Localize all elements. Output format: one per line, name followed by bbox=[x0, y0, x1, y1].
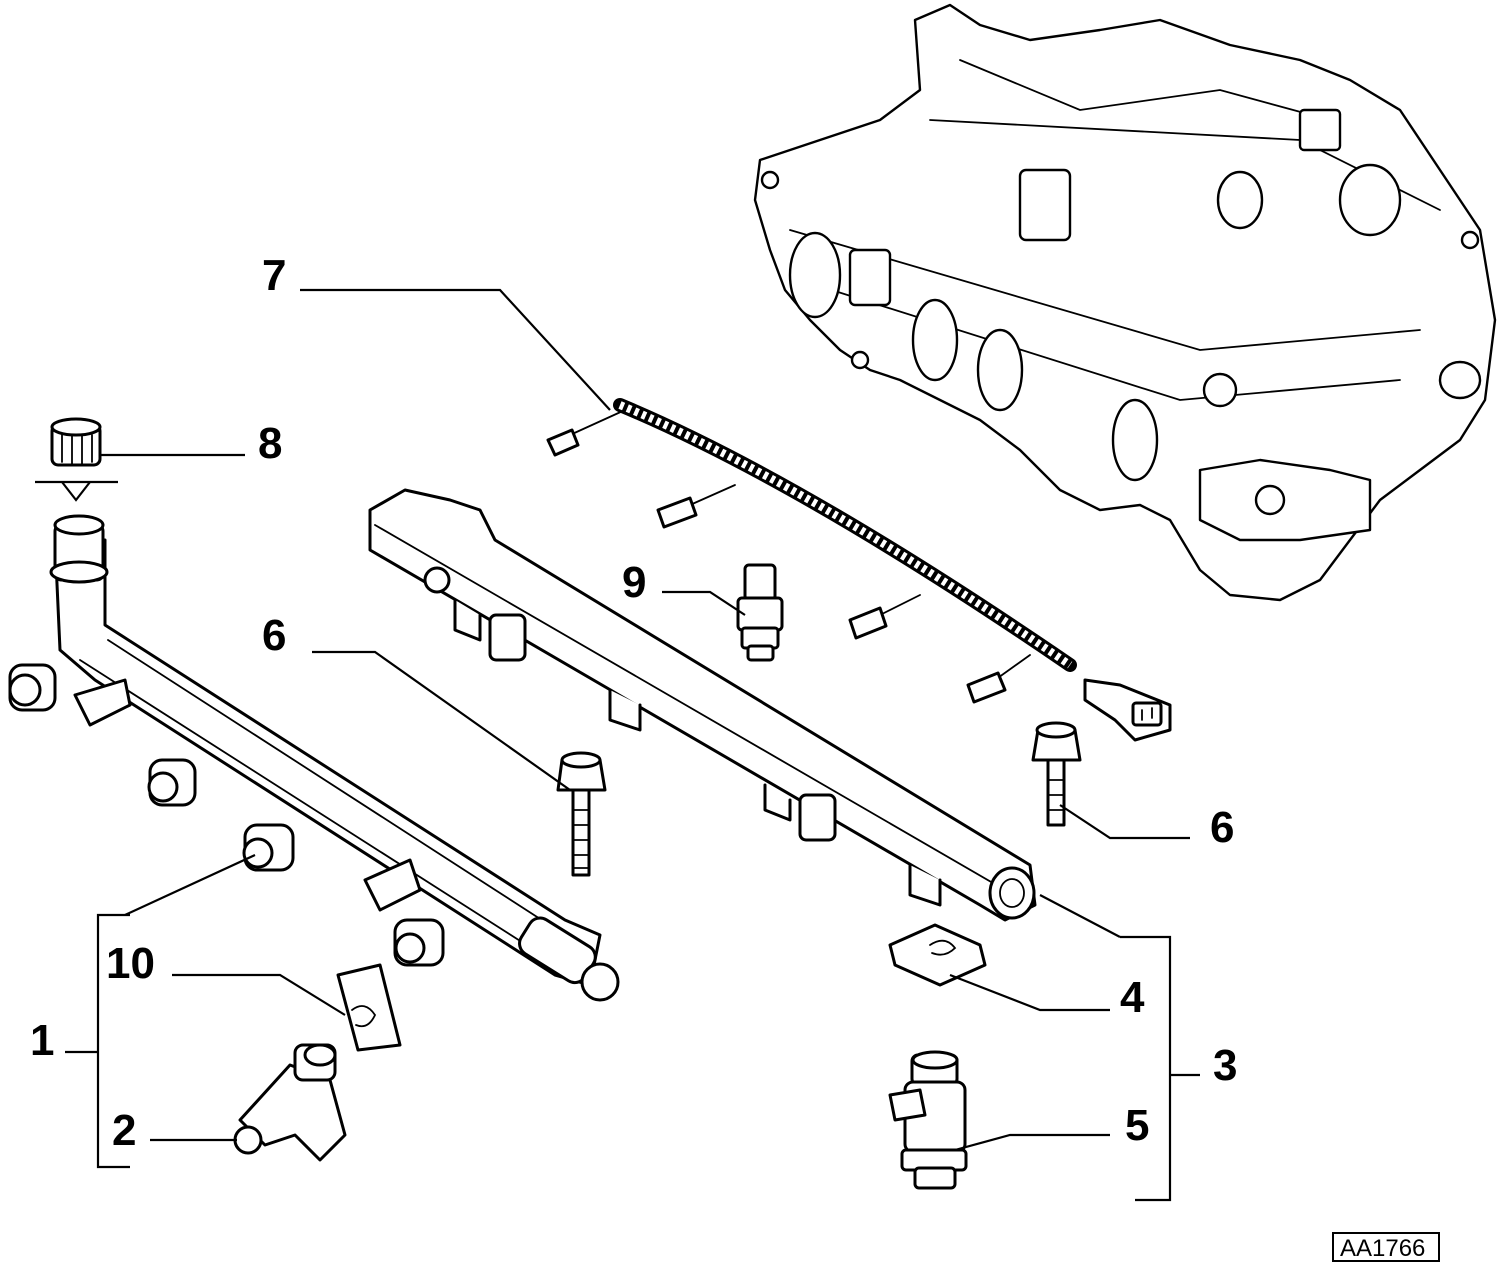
callout-7: 7 bbox=[262, 251, 286, 300]
callout-5: 5 bbox=[1125, 1101, 1149, 1150]
injector-port-4 bbox=[393, 918, 445, 967]
fuel-rail-with-injectors bbox=[8, 514, 620, 1002]
harness-connector bbox=[1083, 678, 1172, 742]
injector-port-3 bbox=[242, 823, 295, 872]
fuel-injector-small bbox=[233, 1043, 347, 1162]
callout-9: 9 bbox=[622, 558, 646, 607]
retaining-clip-large bbox=[888, 923, 987, 987]
leader-6-left bbox=[312, 650, 571, 791]
callout-1: 1 bbox=[30, 1016, 54, 1065]
fuel-rail-bar bbox=[368, 488, 1037, 922]
callout-labels: 7 8 9 6 6 10 4 1 3 5 2 bbox=[30, 251, 1237, 1155]
leader-10 bbox=[172, 973, 346, 1016]
injector-port-1 bbox=[8, 663, 57, 712]
callout-6-right: 6 bbox=[1210, 803, 1234, 852]
fuel-injector-large bbox=[888, 1050, 968, 1190]
protective-cap bbox=[35, 417, 118, 502]
reference-code-box: AA1766 bbox=[1332, 1232, 1440, 1262]
bracket-1 bbox=[96, 913, 130, 1169]
leader-6-right bbox=[1059, 804, 1190, 840]
leader-9 bbox=[662, 590, 746, 616]
callout-6-left: 6 bbox=[262, 611, 286, 660]
leader-rail-to-bracket bbox=[124, 854, 256, 916]
fuel-pressure-sensor bbox=[736, 563, 784, 662]
callout-2: 2 bbox=[112, 1106, 136, 1155]
screw-left bbox=[556, 751, 607, 877]
leader-lines bbox=[65, 288, 1200, 1202]
callout-3: 3 bbox=[1213, 1041, 1237, 1090]
reference-code: AA1766 bbox=[1340, 1235, 1425, 1262]
leader-4 bbox=[949, 973, 1110, 1012]
rail-end-fitting bbox=[518, 916, 620, 1002]
bracket-3 bbox=[1120, 935, 1172, 1202]
intake-manifold-engine-block bbox=[753, 3, 1497, 602]
leader-rail3-to-bracket bbox=[1039, 894, 1121, 938]
callout-10: 10 bbox=[106, 939, 155, 988]
injector-wiring-harness bbox=[546, 398, 1172, 742]
screw-right bbox=[1031, 721, 1082, 827]
callout-8: 8 bbox=[258, 419, 282, 468]
retaining-clip-small bbox=[336, 963, 402, 1052]
leader-7 bbox=[300, 288, 611, 411]
leader-5 bbox=[954, 1133, 1110, 1152]
injector-port-2 bbox=[147, 758, 197, 807]
callout-4: 4 bbox=[1120, 973, 1145, 1022]
